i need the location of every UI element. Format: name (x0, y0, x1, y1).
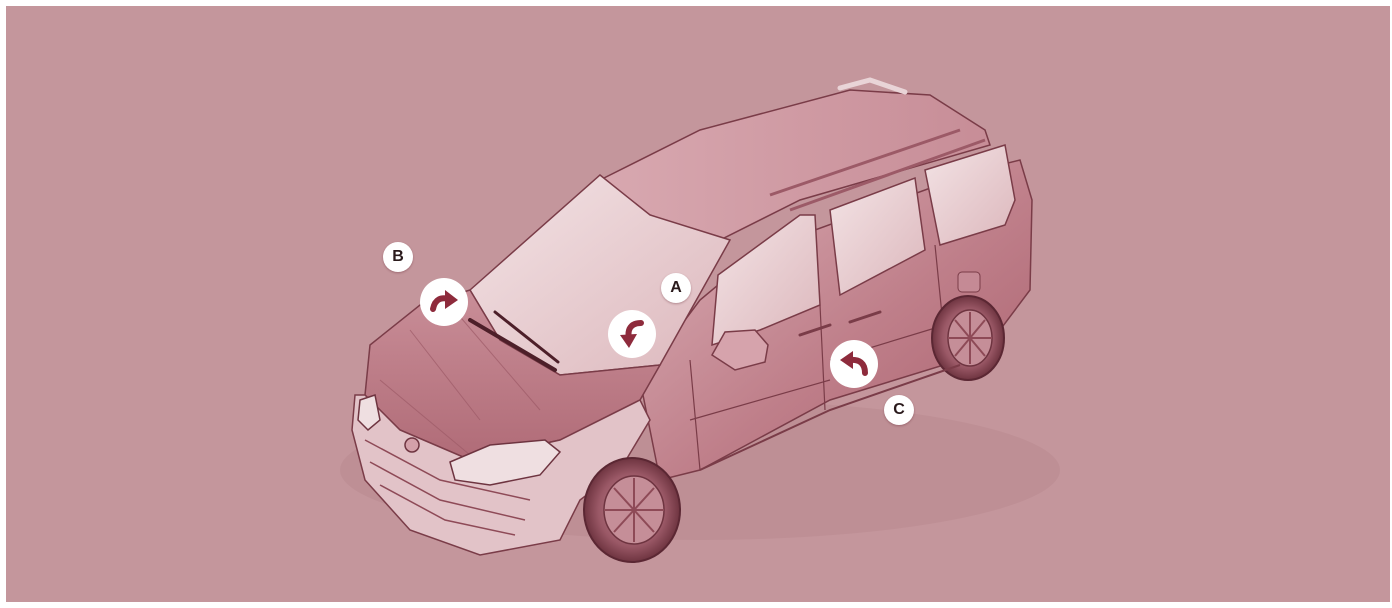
callout-label-c: C (893, 401, 905, 419)
callout-a: A (661, 273, 691, 303)
curved-arrow-down-icon (615, 317, 649, 351)
brand-badge (405, 438, 419, 452)
callout-b: B (383, 242, 413, 272)
arrow-badge-b (420, 278, 468, 326)
arrow-badge-c (830, 340, 878, 388)
callout-c: C (884, 395, 914, 425)
arrow-badge-a (608, 310, 656, 358)
callout-label-b: B (392, 248, 404, 266)
fuel-flap (958, 272, 980, 292)
curved-arrow-right-icon (427, 285, 461, 319)
callout-label-a: A (670, 279, 682, 297)
curved-arrow-left-icon (837, 347, 871, 381)
